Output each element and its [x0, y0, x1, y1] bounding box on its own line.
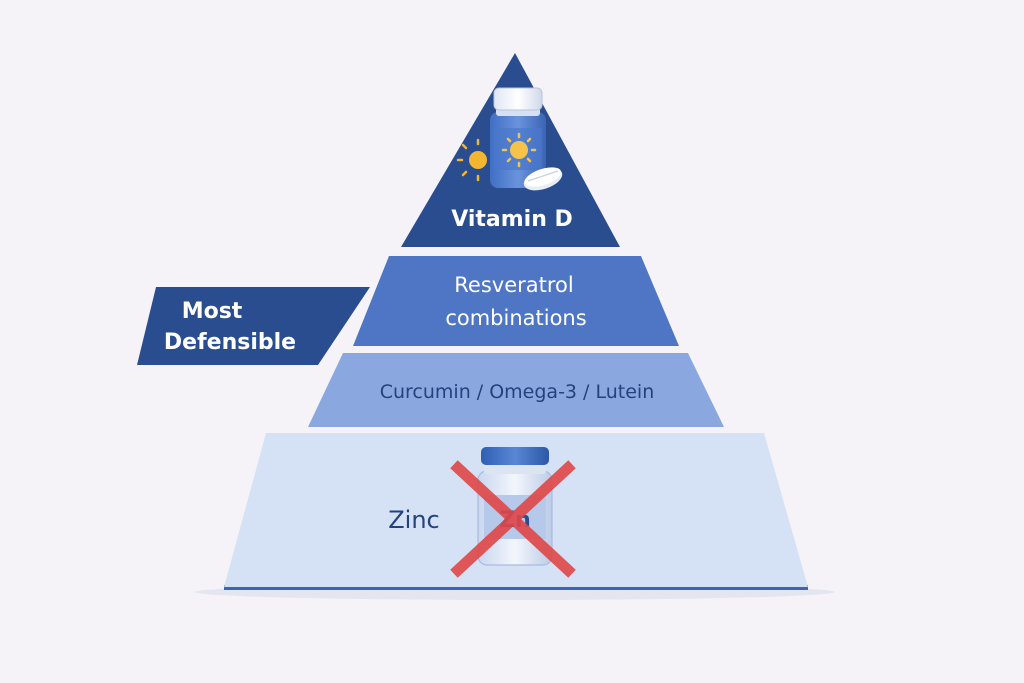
- sun-icon: [456, 138, 487, 182]
- tier-3-label: Curcumin / Omega-3 / Lutein: [380, 381, 655, 403]
- pill-icon: [523, 167, 563, 191]
- zinc-bottle-crossed-icon: Zn: [450, 447, 576, 578]
- tier-4-label: Zinc: [388, 506, 440, 534]
- tier-2-label-line-1: Resveratrol: [454, 273, 573, 297]
- callout-banner: [137, 287, 370, 365]
- tier-2-label-line-2: combinations: [445, 306, 586, 330]
- vitamin-d-bottle-icon: [456, 87, 563, 191]
- tier-1-label: Vitamin D: [451, 207, 573, 232]
- cross-icon: [450, 460, 576, 578]
- pyramid-tier-3: [308, 353, 724, 427]
- callout-line-1: Most: [182, 299, 243, 324]
- pyramid-base-line: [224, 585, 808, 590]
- pyramid-tier-2: [353, 256, 679, 346]
- callout-line-2: Defensible: [164, 330, 296, 355]
